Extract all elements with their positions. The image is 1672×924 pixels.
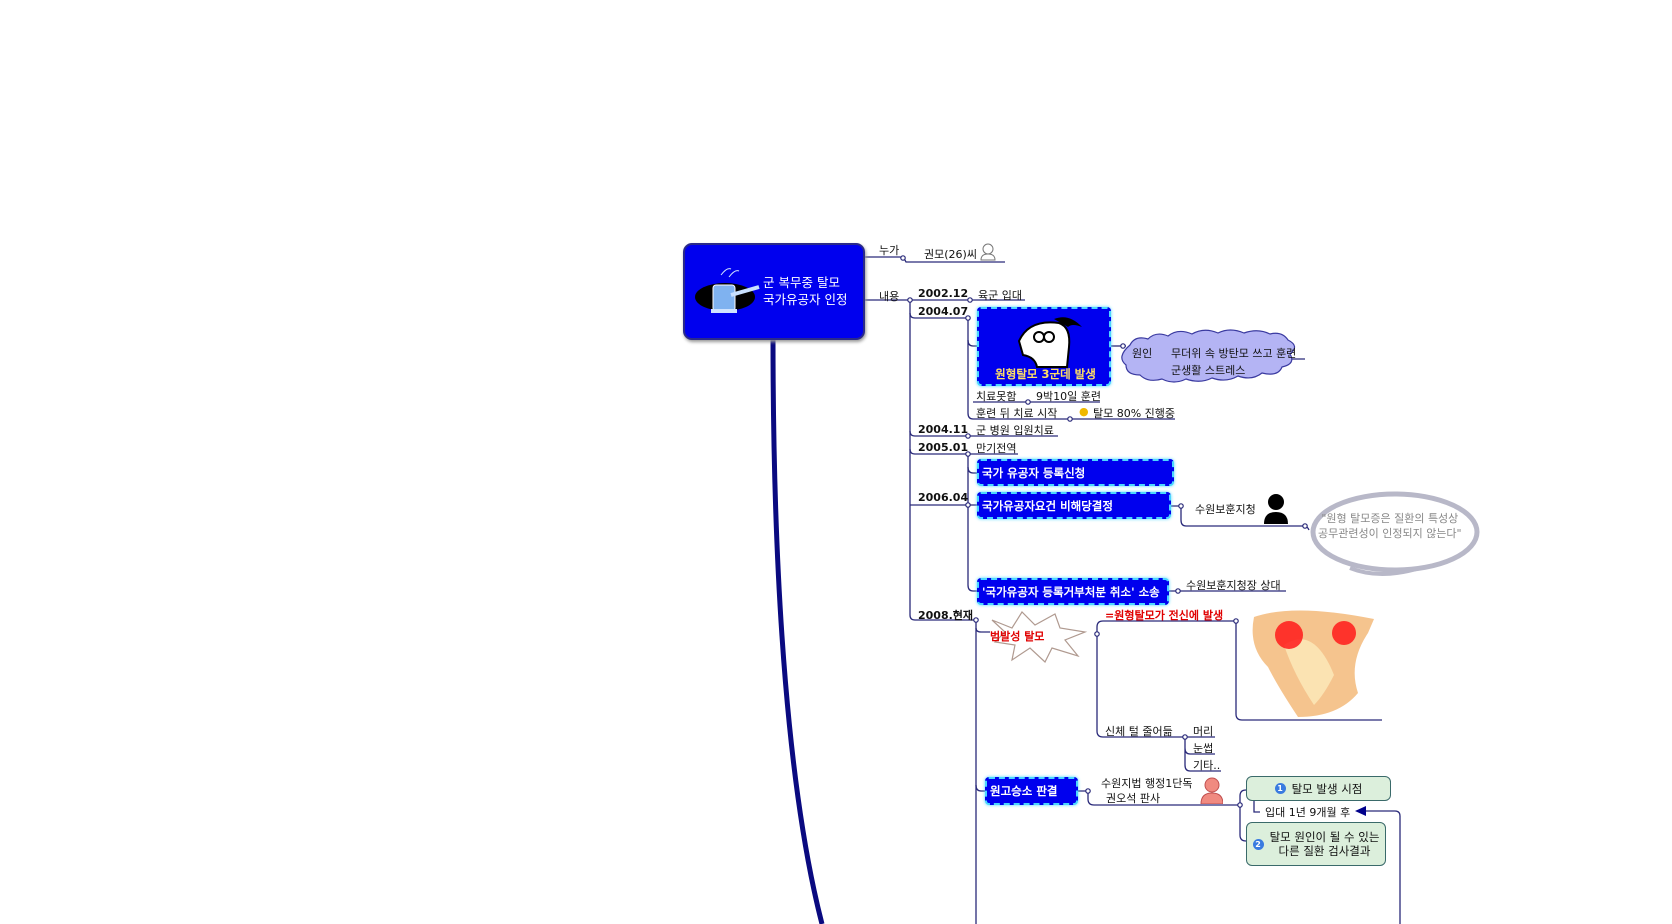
quote-line1: "원형 탈모증은 질환의 특성상 [1321, 512, 1459, 525]
date-2006-04: 2006.04 [918, 491, 969, 504]
arrow-head-icon [1355, 806, 1366, 816]
person-silhouette-icon [1264, 494, 1288, 524]
burst-shape [991, 611, 1088, 663]
date-2002-12: 2002.12 [918, 287, 969, 300]
content-label: 내용 [879, 290, 900, 303]
point2-line1: 탈모 원인이 될 수 있는 [1269, 830, 1380, 844]
main-trunk-branch [770, 336, 825, 924]
point1-detail: 입대 1년 9개월 후 [1265, 806, 1351, 819]
hospital-text: 군 병원 입원치료 [976, 424, 1054, 437]
root-title-line1: 군 복무중 탈모 [763, 275, 840, 290]
who-value: 권모(26)씨 [924, 248, 977, 261]
cartoon-face-icon [1017, 317, 1082, 368]
defendant-text: 수원보훈지청장 상대 [1186, 579, 1281, 592]
date-2004-11: 2004.11 [918, 423, 969, 436]
body-heatmap-image [1252, 610, 1374, 717]
progress-text: 탈모 80% 진행중 [1093, 407, 1176, 420]
application-node[interactable]: 국가 유공자 등록신청 [977, 459, 1174, 486]
alopecia-caption: 원형탈모 3군데 발생 [995, 367, 1096, 381]
point1-node[interactable]: 1 탈모 발생 시점 [1246, 776, 1391, 801]
lightbulb-icon: ● [1079, 405, 1089, 418]
cause-item: 군생활 스트레스 [1171, 364, 1246, 377]
who-label: 누가 [879, 244, 900, 257]
no-treatment-text: 치료못함 [976, 390, 1017, 403]
body-hair-text: 신체 털 줄어듦 [1105, 725, 1173, 738]
body-part: 머리 [1193, 725, 1214, 738]
quote-line2: 공무관련성이 인정되지 않는다" [1318, 527, 1462, 540]
point1-text: 탈모 발생 시점 [1291, 781, 1363, 796]
quote-text: "원형 탈모증은 질환의 특성상 공무관련성이 인정되지 않는다" [1318, 511, 1462, 541]
cause-item: 무더위 속 방탄모 쓰고 훈련 [1171, 347, 1297, 360]
person-outline-icon [980, 243, 996, 261]
gavel-icon [695, 268, 760, 313]
date-2008: 2008.현재 [918, 609, 974, 622]
point2-line2: 다른 질환 검사결과 [1278, 844, 1371, 858]
person-pink-icon [1200, 777, 1223, 804]
root-title-line2: 국가유공자 인정 [763, 292, 848, 307]
definition-text: =원형탈모가 전신에 발생 [1105, 609, 1224, 622]
cause-label: 원인 [1132, 347, 1153, 360]
alopecia-universalis-text: 범발성 탈모 [990, 630, 1045, 643]
alopecia-image-node[interactable]: 원형탈모 3군데 발생 [977, 307, 1111, 386]
body-part: 기타.. [1193, 759, 1221, 772]
court-line2: 권오석 판사 [1106, 792, 1161, 805]
discharge-text: 만기전역 [976, 442, 1017, 455]
quote-bubble [1310, 491, 1480, 573]
date-2004-07: 2004.07 [918, 305, 969, 318]
number-2-icon: 2 [1252, 838, 1264, 850]
cause-cloud [1121, 329, 1296, 383]
verdict-node[interactable]: 원고승소 판결 [985, 777, 1078, 805]
court-text: 수원지법 행정1단독 권오석 판사 [1101, 776, 1192, 806]
date-2005-01: 2005.01 [918, 441, 969, 454]
after-training-text: 훈련 뒤 치료 시작 [976, 407, 1058, 420]
court-line1: 수원지법 행정1단독 [1101, 777, 1193, 790]
decision-node[interactable]: 국가유공자요건 비해당결정 [977, 492, 1171, 519]
enlistment-text: 육군 입대 [978, 289, 1022, 302]
number-1-icon: 1 [1274, 783, 1286, 794]
lawsuit-node[interactable]: '국가유공자 등록거부처분 취소' 소송 [977, 578, 1169, 605]
body-part: 눈썹 [1193, 742, 1214, 755]
training-text: 9박10일 훈련 [1036, 390, 1101, 403]
office-text: 수원보훈지청 [1195, 503, 1256, 516]
